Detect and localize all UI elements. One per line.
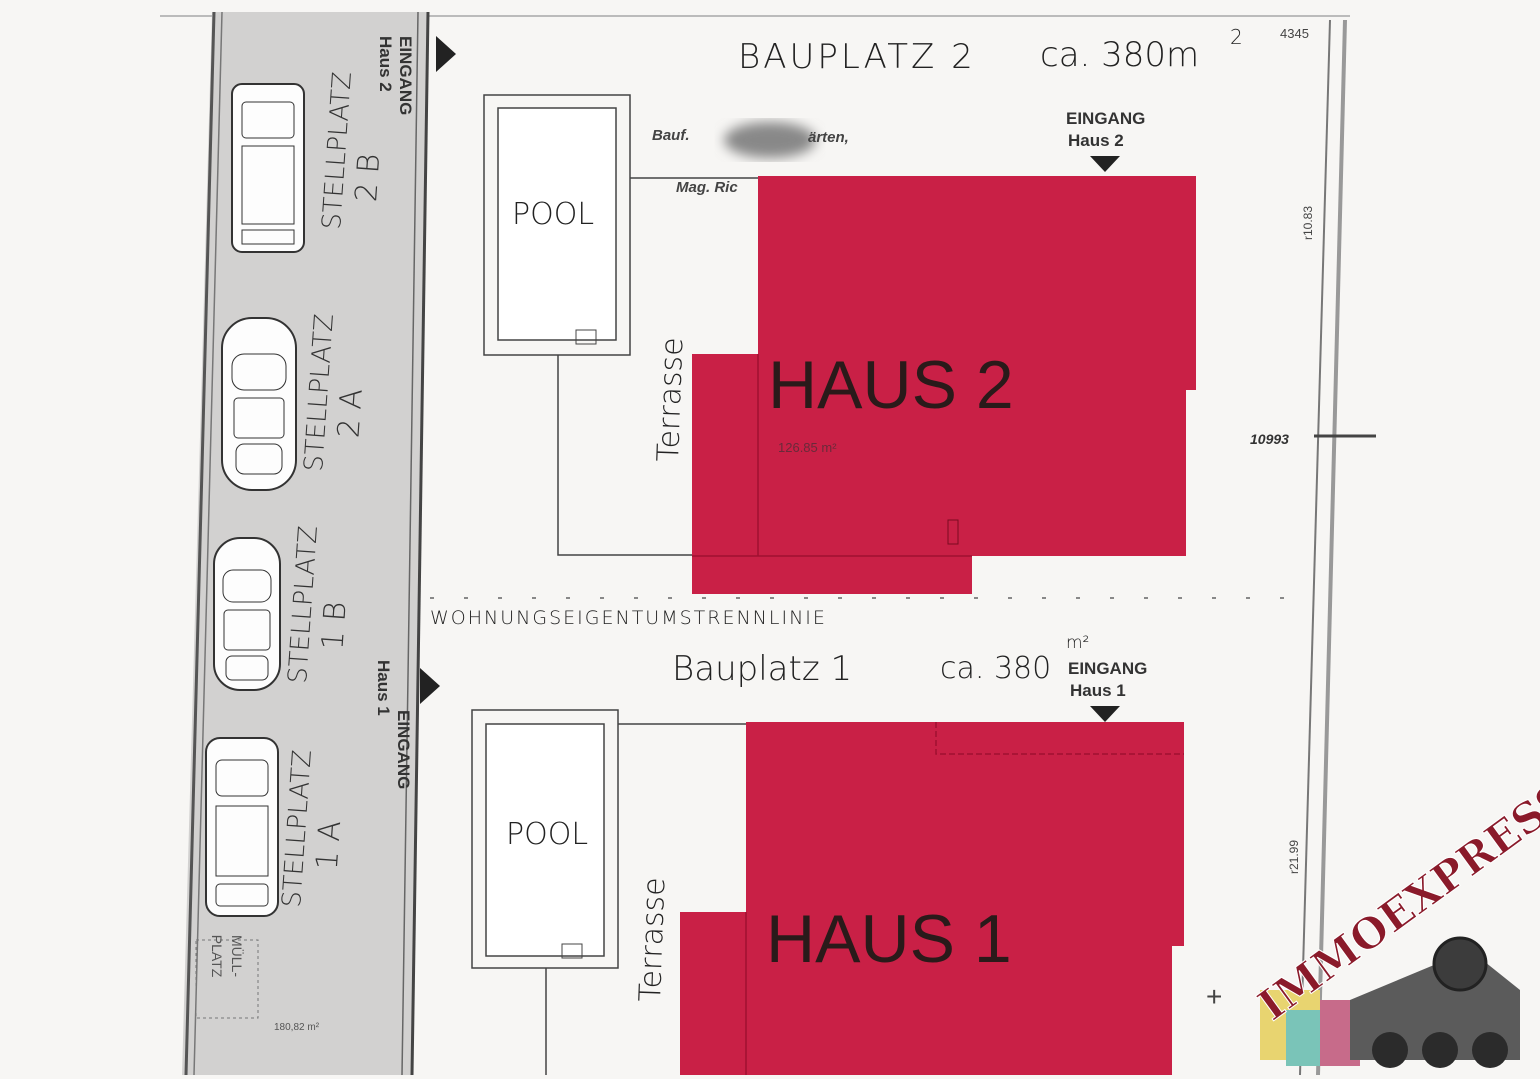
driveway-entrance-haus2: EINGANG Haus 2 — [376, 36, 415, 115]
haus-2-entrance-sub: Haus 2 — [1068, 131, 1124, 150]
plot1-area-sup: m² — [1066, 633, 1089, 653]
right-property-line-outer — [1316, 19, 1347, 1076]
driveway-entrance1-title: EINGANG — [394, 710, 413, 789]
terrace-1-label: Terrasse — [633, 877, 672, 1003]
haus-2-area: 126.85 m² — [778, 440, 837, 455]
survey-top: 4345 — [1280, 26, 1309, 41]
driveway-entrance1-sub: Haus 1 — [374, 660, 393, 716]
plot2-area-sup: 2 — [1230, 25, 1243, 49]
driveway-entrance2-sub: Haus 2 — [376, 36, 395, 92]
pool-2: POOL — [483, 94, 631, 356]
car-2b — [231, 83, 305, 253]
plot1-title: Bauplatz 1 — [672, 649, 852, 689]
driveway-entrance2-title: EINGANG — [396, 36, 415, 115]
entrance-arrow-haus2-icon — [436, 36, 456, 72]
car-1a — [205, 737, 279, 917]
builder-note-line1b: ärten, — [808, 129, 849, 146]
waste-area-line2: PLATZ — [209, 935, 225, 978]
haus-1-entrance-title: EINGANG — [1068, 659, 1147, 678]
haus-1: HAUS 1 — [680, 722, 1184, 1075]
pool-1-label: POOL — [506, 817, 588, 852]
parking-2b-line2: 2 B — [349, 152, 387, 203]
parking-1a-line2: 1 A — [310, 820, 348, 871]
waste-area: MÜLL- PLATZ — [195, 935, 259, 1019]
parking-1b-line2: 1 B — [315, 600, 353, 651]
right-property-line — [1299, 19, 1331, 1076]
builder-note-line2: Mag. Ric — [676, 179, 738, 196]
pool-2-label: POOL — [512, 197, 594, 232]
haus-1-label: HAUS 1 — [766, 901, 1012, 977]
dividing-line-label: WOHNUNGSEIGENTUMSTRENNLINIE — [430, 607, 827, 629]
car-2a — [221, 317, 297, 491]
car-1b — [213, 537, 281, 691]
survey-r1: r10.83 — [1301, 206, 1315, 240]
immoexpress-logo: IMMOEXPRESS — [1249, 771, 1540, 1068]
plot2-title: BAUPLATZ 2 — [738, 37, 976, 77]
haus-1-entrance-sub: Haus 1 — [1070, 681, 1126, 700]
entrance-arrow-haus1-icon — [420, 668, 440, 704]
redacted-smudge — [724, 122, 816, 158]
builder-note-line1: Bauf. — [652, 127, 690, 144]
survey-r2: r21.99 — [1287, 840, 1301, 874]
haus-2-entrance-title: EINGANG — [1066, 109, 1145, 128]
driveway-area: 180,82 m² — [274, 1022, 320, 1033]
haus-2-entrance-arrow-icon — [1090, 156, 1120, 172]
haus-2-label: HAUS 2 — [768, 347, 1014, 423]
driveway-entrance-haus1: Haus 1 EINGANG — [374, 660, 413, 789]
terrace-2-label: Terrasse — [651, 337, 690, 463]
terrace-2-border — [557, 355, 692, 556]
haus-1-entrance-arrow-icon — [1090, 706, 1120, 722]
plot1-area: ca. 380 — [940, 651, 1051, 686]
pool-1: POOL — [471, 709, 619, 969]
parking-2a-line2: 2 A — [331, 388, 369, 439]
survey-mid: 10993 — [1250, 431, 1289, 447]
haus-2: HAUS 2 126.85 m² — [692, 176, 1196, 594]
survey-cross-icon: + — [1206, 981, 1222, 1012]
plot2-area: ca. 380m — [1040, 35, 1199, 75]
waste-area-line1: MÜLL- — [229, 935, 246, 977]
